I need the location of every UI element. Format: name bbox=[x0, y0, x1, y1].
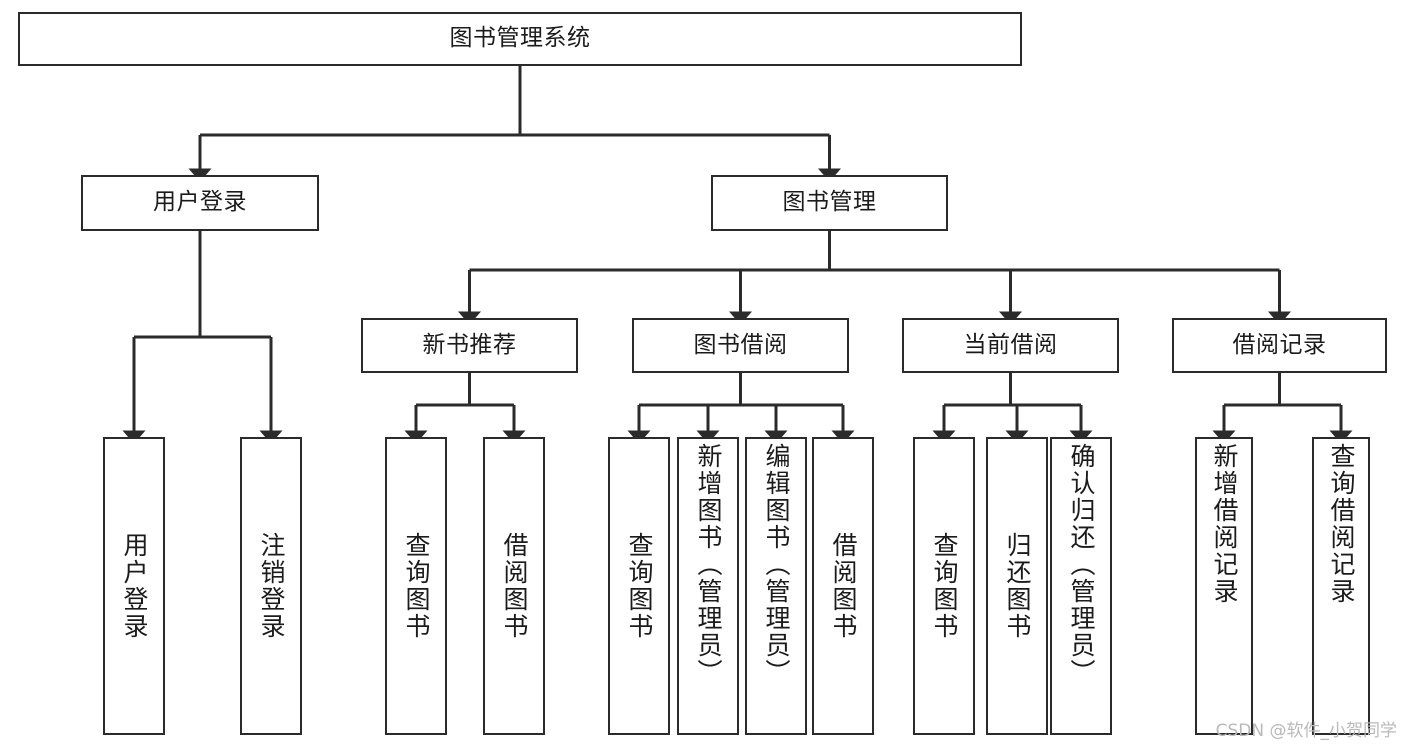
node-label: 借阅记录 bbox=[1232, 331, 1327, 358]
node-label: 图书管理 bbox=[782, 189, 877, 216]
node-label: 新增图书（管理员） bbox=[694, 443, 723, 686]
node-leaf-br-add[interactable]: 新增借阅记录 bbox=[1195, 437, 1253, 735]
node-label: 新增借阅记录 bbox=[1210, 443, 1239, 605]
node-label: 归还图书 bbox=[1003, 532, 1032, 640]
node-label: 图书管理系统 bbox=[449, 25, 591, 52]
connector-paths bbox=[122, 66, 1353, 444]
node-label: 新书推荐 bbox=[422, 331, 517, 358]
node-label: 编辑图书（管理员） bbox=[762, 443, 791, 686]
node-borrow-record[interactable]: 借阅记录 bbox=[1172, 318, 1387, 373]
node-leaf-br-query[interactable]: 查询借阅记录 bbox=[1312, 437, 1370, 735]
node-current-borrow[interactable]: 当前借阅 bbox=[902, 318, 1119, 373]
node-leaf-bb-add[interactable]: 新增图书（管理员） bbox=[677, 437, 739, 735]
node-user-login[interactable]: 用户登录 bbox=[81, 175, 319, 231]
node-label: 用户登录 bbox=[120, 532, 149, 640]
node-leaf-user-logout[interactable]: 注销登录 bbox=[240, 437, 302, 735]
node-label: 借阅图书 bbox=[829, 532, 858, 640]
node-leaf-cb-confirm[interactable]: 确认归还（管理员） bbox=[1050, 437, 1112, 735]
node-label: 借阅图书 bbox=[500, 532, 529, 640]
node-leaf-bb-query[interactable]: 查询图书 bbox=[608, 437, 670, 735]
node-leaf-bb-edit[interactable]: 编辑图书（管理员） bbox=[745, 437, 807, 735]
watermark-label: CSDN @软件_小贺同学 bbox=[1215, 721, 1397, 741]
node-leaf-nbr-query[interactable]: 查询图书 bbox=[385, 437, 447, 735]
node-book-manage[interactable]: 图书管理 bbox=[711, 175, 948, 231]
node-root[interactable]: 图书管理系统 bbox=[18, 12, 1022, 66]
node-label: 查询图书 bbox=[930, 532, 959, 640]
node-label: 查询图书 bbox=[402, 532, 431, 640]
node-new-book-rec[interactable]: 新书推荐 bbox=[361, 318, 578, 373]
node-label: 查询借阅记录 bbox=[1327, 443, 1356, 605]
node-label: 注销登录 bbox=[257, 532, 286, 640]
node-label: 当前借阅 bbox=[963, 331, 1058, 358]
node-label: 确认归还（管理员） bbox=[1067, 443, 1096, 686]
node-label: 用户登录 bbox=[153, 189, 247, 216]
node-label: 图书借阅 bbox=[693, 331, 788, 358]
node-leaf-bb-borrow[interactable]: 借阅图书 bbox=[812, 437, 874, 735]
node-leaf-user-login[interactable]: 用户登录 bbox=[103, 437, 165, 735]
node-leaf-cb-return[interactable]: 归还图书 bbox=[986, 437, 1048, 735]
node-book-borrow[interactable]: 图书借阅 bbox=[632, 318, 849, 373]
node-leaf-nbr-borrow[interactable]: 借阅图书 bbox=[483, 437, 545, 735]
node-leaf-cb-query[interactable]: 查询图书 bbox=[913, 437, 975, 735]
node-label: 查询图书 bbox=[625, 532, 654, 640]
